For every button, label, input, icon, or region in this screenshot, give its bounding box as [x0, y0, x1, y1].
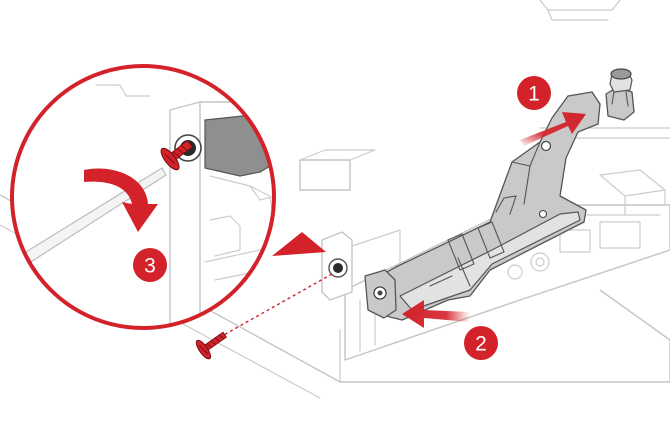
screw-icon [195, 331, 228, 360]
step-1-number: 1 [528, 83, 540, 106]
screw-icon [160, 139, 193, 171]
arrow-icon [520, 112, 586, 146]
arrow-icon [402, 300, 470, 328]
zoom-pointer [272, 232, 326, 256]
curved-arrow-icon [84, 168, 158, 232]
step-2-callout: 2 [464, 326, 498, 360]
step-3-number: 3 [144, 255, 156, 278]
step-1-callout: 1 [517, 76, 551, 110]
bracket [364, 68, 635, 321]
step-2-number: 2 [475, 333, 487, 356]
step-3-callout: 3 [133, 248, 167, 282]
mounting-hole [328, 258, 348, 278]
